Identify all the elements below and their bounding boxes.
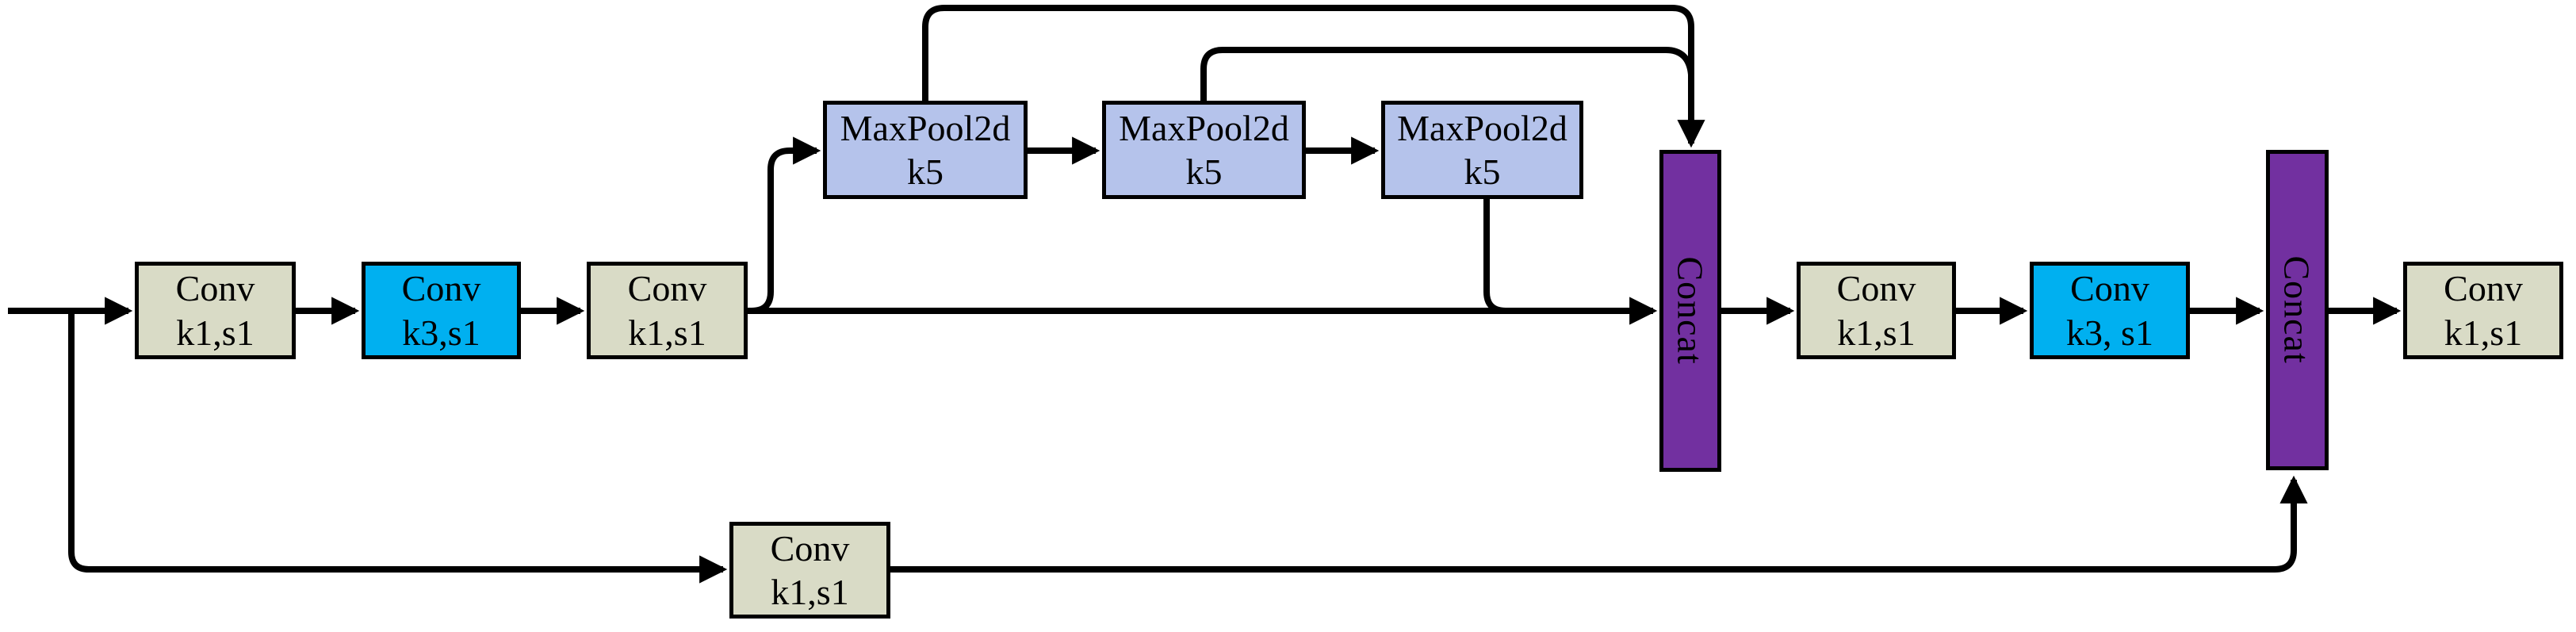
node-conv-bypass: Conv k1,s1 — [729, 522, 890, 619]
node-label: Conv — [627, 268, 707, 309]
node-maxpool2: MaxPool2d k5 — [1102, 101, 1306, 199]
node-sublabel: k1,s1 — [176, 312, 255, 353]
wire-maxpool3-join-main — [1483, 199, 1506, 314]
node-sublabel: k5 — [1185, 151, 1223, 192]
node-label: Conv — [2444, 268, 2523, 309]
node-conv3: Conv k1,s1 — [587, 262, 748, 359]
node-sublabel: k1,s1 — [628, 312, 706, 353]
node-label: Concat — [1670, 256, 1711, 366]
node-label: Concat — [2277, 255, 2318, 365]
node-label: MaxPool2d — [1397, 107, 1567, 148]
node-conv2: Conv k3,s1 — [362, 262, 521, 359]
wire-branch-up-maxpool1 — [751, 136, 821, 314]
wire-bypass-concat2 — [890, 475, 2308, 573]
node-conv1: Conv k1,s1 — [135, 262, 296, 359]
node-label: MaxPool2d — [1119, 107, 1289, 148]
wire-skip-maxpool1-concat1 — [922, 5, 1705, 148]
wire-bypass-down — [68, 311, 728, 584]
wire-skip-maxpool2-concat1 — [1200, 47, 1694, 101]
node-sublabel: k1,s1 — [771, 572, 849, 612]
node-conv6: Conv k1,s1 — [2403, 262, 2563, 359]
node-label: Conv — [2070, 268, 2149, 309]
node-conv4: Conv k1,s1 — [1797, 262, 1956, 359]
node-label: Conv — [401, 268, 481, 309]
node-concat2: Concat — [2266, 150, 2329, 470]
node-label: Conv — [770, 527, 850, 569]
node-maxpool1: MaxPool2d k5 — [823, 101, 1028, 199]
node-sublabel: k5 — [1464, 151, 1501, 192]
node-conv5: Conv k3, s1 — [2030, 262, 2190, 359]
node-sublabel: k5 — [907, 151, 944, 192]
node-label: Conv — [1836, 268, 1916, 309]
node-label: Conv — [175, 268, 255, 309]
node-label: MaxPool2d — [840, 107, 1011, 148]
node-sublabel: k1,s1 — [2444, 312, 2523, 353]
node-sublabel: k3, s1 — [2066, 312, 2153, 353]
node-maxpool3: MaxPool2d k5 — [1381, 101, 1583, 199]
node-sublabel: k1,s1 — [1837, 312, 1916, 353]
node-sublabel: k3,s1 — [402, 312, 480, 353]
node-concat1: Concat — [1659, 150, 1721, 472]
